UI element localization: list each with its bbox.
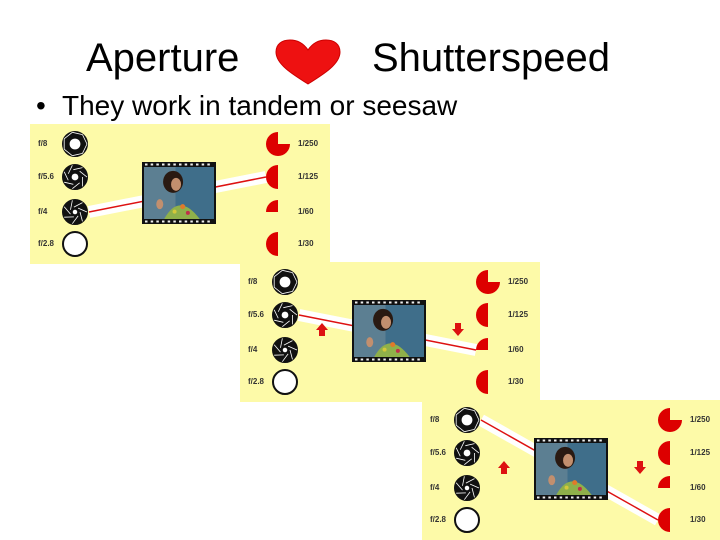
exposure-panel-3: f/8 1/250 f/5.6 1/125 f/4 1/60 f/2.8 1/30	[422, 400, 720, 540]
aperture-label: f/5.6	[38, 172, 55, 181]
aperture-icon	[272, 302, 298, 328]
shutter-label: 1/60	[298, 207, 314, 216]
shutter-label: 1/60	[508, 345, 524, 354]
shutter-label: 1/60	[690, 483, 706, 492]
aperture-icon	[272, 369, 298, 395]
aperture-icon	[454, 475, 480, 501]
aperture-label: f/4	[38, 207, 48, 216]
title-aperture: Aperture	[86, 36, 240, 80]
aperture-icon	[62, 131, 88, 157]
heart-icon	[275, 39, 341, 85]
aperture-label: f/4	[248, 345, 258, 354]
shutter-icon	[658, 476, 670, 488]
aperture-icon	[454, 440, 480, 466]
exposure-diagram	[454, 407, 682, 533]
aperture-label: f/5.6	[430, 448, 447, 457]
shutter-label: 1/250	[508, 277, 529, 286]
aperture-label: f/2.8	[430, 515, 447, 524]
shutter-icon	[658, 408, 682, 432]
shutter-icon	[266, 200, 278, 212]
shutter-icon	[476, 338, 488, 350]
aperture-label: f/4	[430, 483, 440, 492]
photo-filmstrip	[352, 300, 426, 362]
aperture-icon	[62, 164, 88, 190]
aperture-icon	[62, 199, 88, 225]
photo-filmstrip	[142, 162, 216, 224]
shutter-icon	[266, 132, 290, 156]
exposure-panel-2: f/8 1/250 f/5.6 1/125 f/4 1/60 f/2.8 1/30	[240, 262, 540, 402]
shutter-label: 1/125	[298, 172, 319, 181]
shutter-down-arrow	[634, 461, 646, 474]
shutter-icon	[266, 165, 278, 189]
shutter-label: 1/250	[298, 139, 319, 148]
bullet-dot: •	[36, 90, 46, 121]
shutter-label: 1/30	[298, 239, 314, 248]
aperture-icon	[454, 407, 480, 433]
aperture-icon	[62, 231, 88, 257]
exposure-diagram	[272, 269, 500, 395]
aperture-label: f/2.8	[248, 377, 265, 386]
exposure-diagram	[62, 131, 290, 257]
shutter-icon	[266, 232, 278, 256]
shutter-label: 1/125	[690, 448, 711, 457]
exposure-panel-1: f/8 1/250 f/5.6 1/125 f/4 1/60 f/2.8 1/30	[30, 124, 330, 264]
aperture-icon	[272, 269, 298, 295]
aperture-up-arrow	[498, 461, 510, 474]
shutter-icon	[658, 441, 670, 465]
aperture-label: f/2.8	[38, 239, 55, 248]
shutter-icon	[476, 303, 488, 327]
aperture-up-arrow	[316, 323, 328, 336]
aperture-label: f/8	[430, 415, 440, 424]
shutter-icon	[476, 270, 500, 294]
shutter-label: 1/125	[508, 310, 529, 319]
bullet-item: • They work in tandem or seesaw	[36, 90, 457, 122]
aperture-label: f/8	[38, 139, 48, 148]
shutter-label: 1/30	[690, 515, 706, 524]
title-shutterspeed: Shutterspeed	[372, 36, 610, 80]
aperture-label: f/8	[248, 277, 258, 286]
shutter-icon	[476, 370, 488, 394]
aperture-icon	[454, 507, 480, 533]
shutter-down-arrow	[452, 323, 464, 336]
shutter-label: 1/30	[508, 377, 524, 386]
aperture-label: f/5.6	[248, 310, 265, 319]
bullet-text: They work in tandem or seesaw	[62, 90, 458, 121]
photo-filmstrip	[534, 438, 608, 500]
aperture-icon	[272, 337, 298, 363]
shutter-label: 1/250	[690, 415, 711, 424]
shutter-icon	[658, 508, 670, 532]
